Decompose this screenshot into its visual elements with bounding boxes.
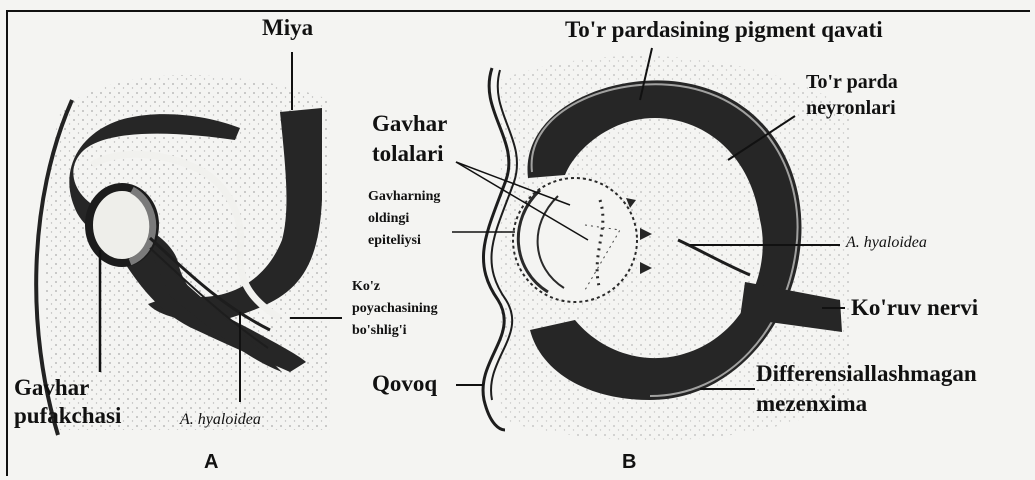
label-mezenxima-2: mezenxima (756, 392, 867, 416)
lens-b (513, 178, 637, 302)
label-gavhar-tolalari-2: tolalari (372, 142, 444, 166)
label-gavhar-tolalari-1: Gavhar (372, 112, 447, 136)
label-qovoq: Qovoq (372, 372, 437, 396)
label-miya: Miya (262, 16, 313, 40)
label-a-hyaloidea-b: A. hyaloidea (846, 235, 927, 252)
label-tor-parda-2: neyronlari (806, 98, 896, 119)
label-epiteliy-2: oldingi (368, 212, 409, 227)
panel-letter-b: B (622, 452, 636, 473)
label-gavhar-pufakchasi-1: Gavhar (14, 376, 89, 400)
panel-letter-a: A (204, 452, 218, 473)
label-tor-parda-1: To'r parda (806, 72, 898, 93)
label-gavhar-pufakchasi-2: pufakchasi (14, 404, 121, 428)
label-epiteliy-1: Gavharning (368, 190, 440, 205)
label-koz-poyachasi-2: poyachasining (352, 302, 438, 317)
label-a-hyaloidea-a: A. hyaloidea (180, 412, 261, 429)
label-koz-poyachasi-1: Ko'z (352, 280, 380, 295)
label-koz-poyachasi-3: bo'shlig'i (352, 324, 406, 339)
label-mezenxima-1: Differensiallashmagan (756, 362, 977, 386)
label-pigment-qavati: To'r pardasining pigment qavati (565, 18, 883, 42)
label-epiteliy-3: epiteliysi (368, 234, 421, 249)
label-koruv-nervi: Ko'ruv nervi (851, 296, 978, 320)
